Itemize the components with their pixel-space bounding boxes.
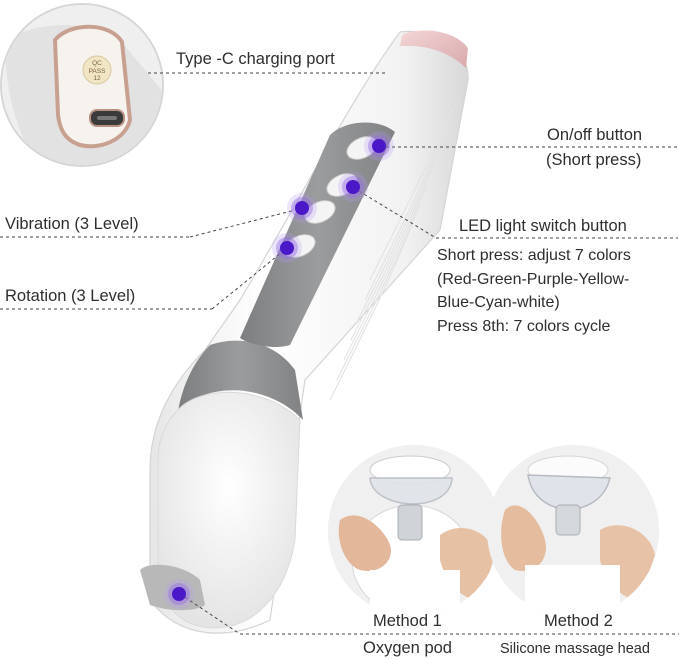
stamp-line: 12 bbox=[93, 75, 101, 82]
led-label: LED light switch button bbox=[459, 217, 627, 235]
method2-photo bbox=[487, 445, 659, 617]
qc-pass-stamp: QC PASS 12 bbox=[86, 60, 108, 83]
led-line: Short press: adjust 7 colors bbox=[437, 247, 631, 264]
onoff-marker bbox=[372, 139, 386, 153]
method1-title: Method 1 bbox=[373, 612, 442, 630]
vibration-button-shape bbox=[304, 200, 336, 224]
charging-port-label: Type -C charging port bbox=[176, 50, 335, 68]
led-line: Blue-Cyan-white) bbox=[437, 294, 560, 311]
charging-port-inset bbox=[0, 3, 164, 167]
method2-subtitle: Silicone massage head bbox=[500, 641, 650, 657]
vibration-label: Vibration (3 Level) bbox=[5, 215, 139, 233]
vibration-marker bbox=[295, 201, 309, 215]
led-marker bbox=[346, 180, 360, 194]
stamp-line: PASS bbox=[88, 67, 106, 75]
rotation-label: Rotation (3 Level) bbox=[5, 287, 136, 305]
leader-lines bbox=[0, 72, 679, 635]
onoff-sublabel: (Short press) bbox=[546, 151, 642, 169]
rotation-marker bbox=[280, 241, 294, 255]
device-body bbox=[140, 30, 469, 634]
method2-title: Method 2 bbox=[544, 612, 613, 630]
led-description: Short press: adjust 7 colors (Red-Green-… bbox=[437, 244, 631, 338]
method1-photo bbox=[328, 445, 500, 617]
led-line: Press 8th: 7 colors cycle bbox=[437, 317, 611, 335]
stamp-line: QC bbox=[92, 60, 102, 67]
grey-collar bbox=[178, 340, 303, 420]
onoff-label: On/off button bbox=[547, 126, 643, 144]
led-line: (Red-Green-Purple-Yellow- bbox=[437, 270, 630, 288]
method1-subtitle: Oxygen pod bbox=[363, 639, 452, 657]
bottom-marker bbox=[172, 587, 186, 601]
